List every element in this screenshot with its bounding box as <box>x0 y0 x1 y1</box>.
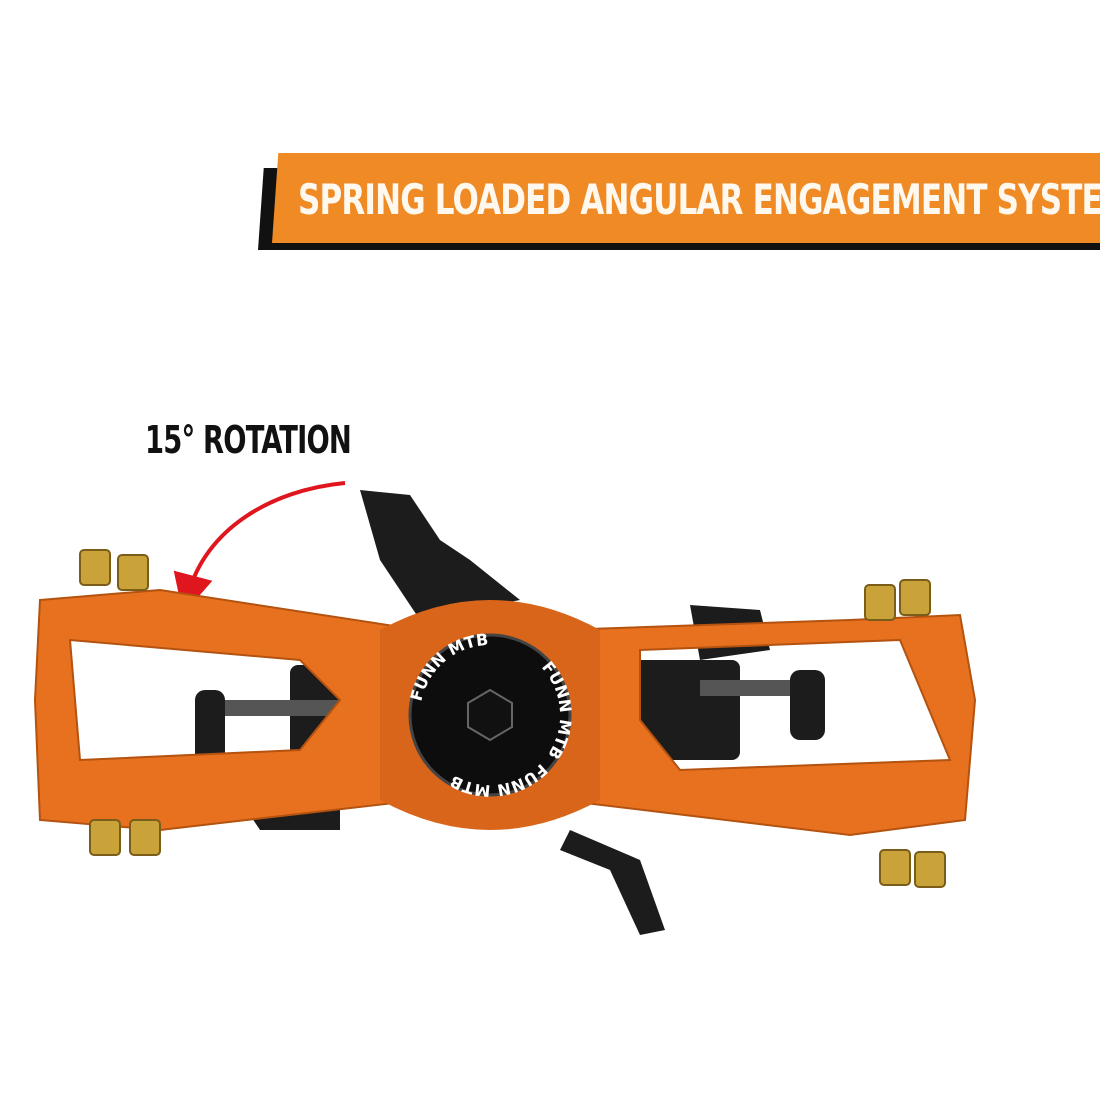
brass-pins <box>79 549 946 888</box>
rotation-arrow <box>173 481 346 615</box>
rotation-label: 15° ROTATION <box>145 418 352 462</box>
hex-socket-icon <box>467 688 513 742</box>
